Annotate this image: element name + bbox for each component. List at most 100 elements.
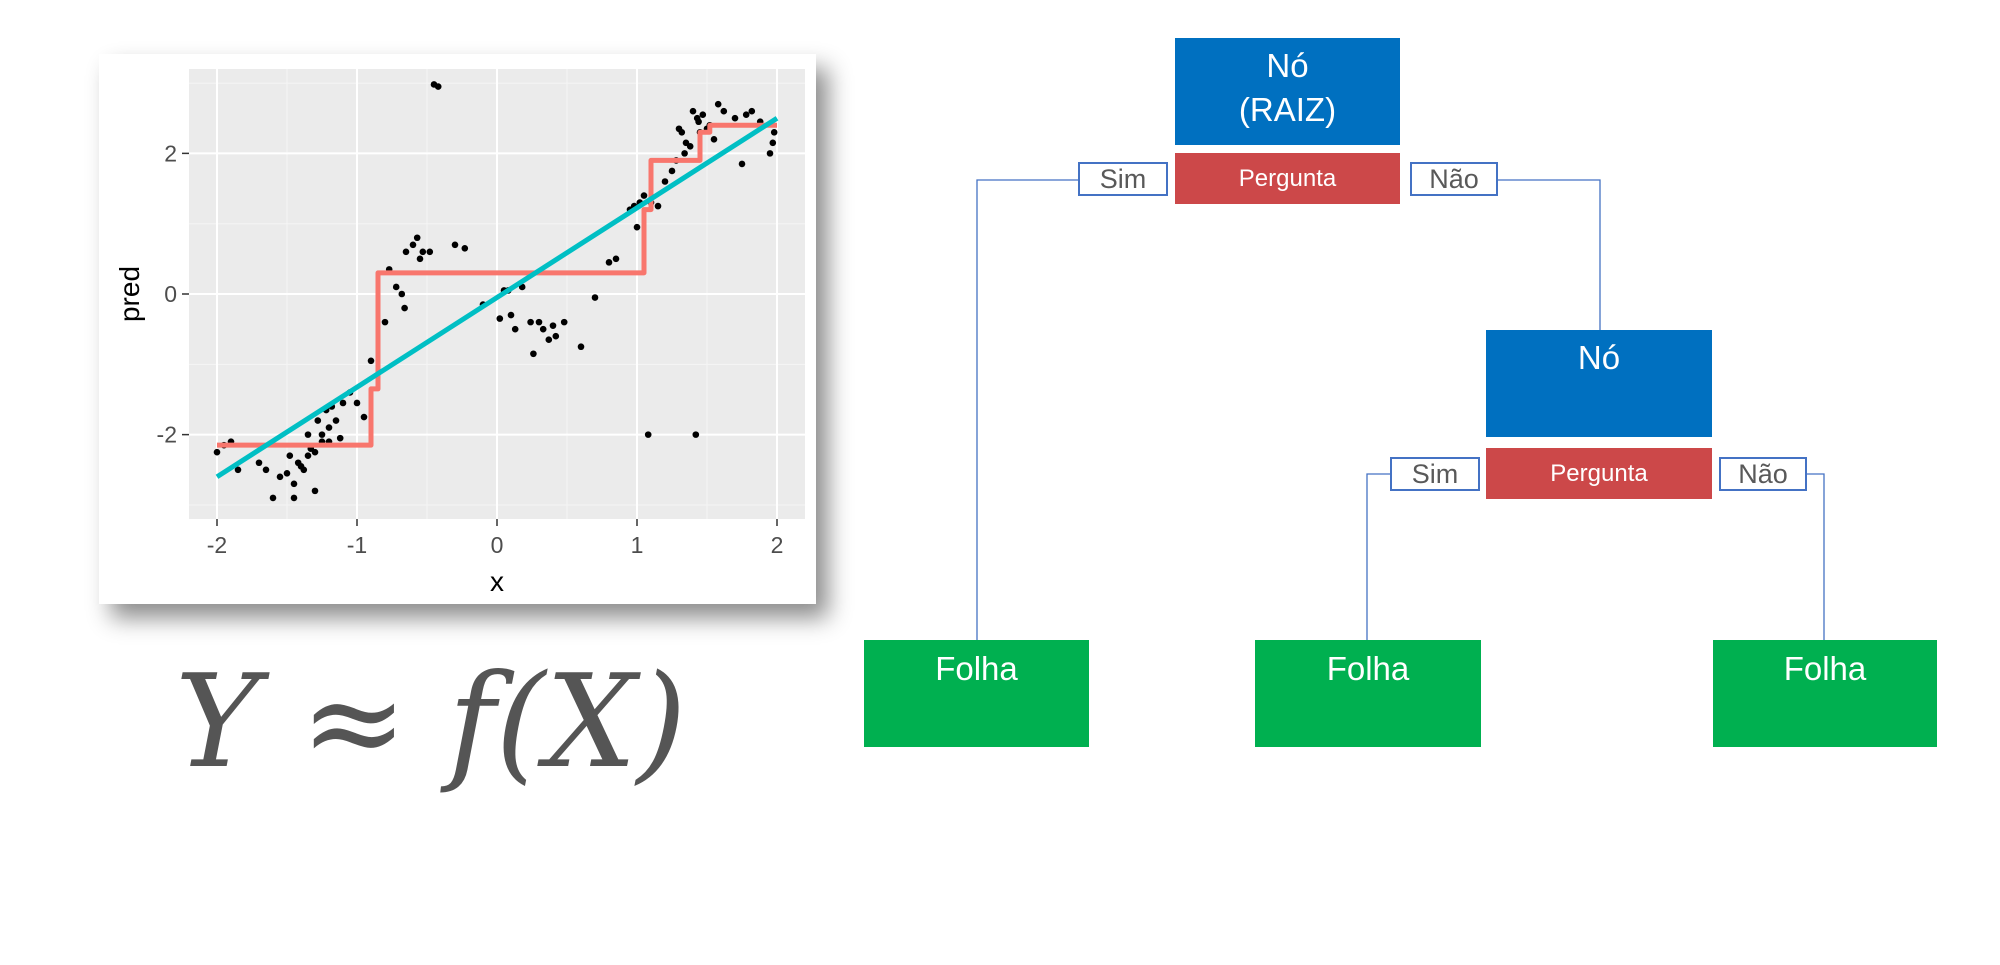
- data-point: [668, 167, 676, 175]
- tick-label-x: 1: [631, 532, 644, 558]
- data-point: [300, 466, 308, 474]
- data-point: [286, 452, 294, 460]
- connector-root-yes: [976, 179, 1078, 640]
- data-point: [689, 107, 697, 115]
- root-node-subtitle: (RAIZ): [1238, 91, 1337, 128]
- data-point: [451, 241, 459, 249]
- connector-child-yes: [1366, 473, 1390, 640]
- tick-label-y: -2: [157, 422, 177, 448]
- data-point: [416, 255, 424, 263]
- root-node: Nó (RAIZ): [1175, 38, 1400, 145]
- data-point: [360, 413, 368, 421]
- data-point: [686, 143, 694, 150]
- data-point: [507, 311, 515, 319]
- data-point: [710, 136, 718, 143]
- data-point: [731, 114, 739, 122]
- data-point: [276, 473, 284, 481]
- data-point: [381, 318, 389, 326]
- data-point: [720, 107, 728, 115]
- chart-card: -2 -1 0 1 2 -2 0 2 x pred: [99, 54, 816, 604]
- data-point: [401, 304, 408, 312]
- data-point: [766, 150, 774, 157]
- data-point: [535, 318, 543, 326]
- x-axis-title: x: [490, 566, 504, 597]
- data-point: [419, 248, 427, 256]
- leaf-1: Folha: [864, 640, 1089, 747]
- step-fit-line: [217, 122, 777, 448]
- data-point: [539, 325, 547, 333]
- linear-fit-line: [215, 116, 779, 479]
- data-point: [714, 100, 722, 108]
- data-point: [545, 336, 553, 344]
- data-point: [311, 448, 319, 456]
- root-question: Pergunta: [1175, 153, 1400, 204]
- root-no-label: Não: [1410, 162, 1498, 196]
- data-point: [339, 399, 347, 407]
- data-point: [527, 318, 534, 326]
- child-question: Pergunta: [1486, 448, 1712, 499]
- data-point: [353, 399, 361, 407]
- data-point: [332, 417, 340, 424]
- data-point: [692, 431, 700, 438]
- data-point: [269, 494, 277, 502]
- child-node: Nó: [1486, 330, 1712, 437]
- data-point: [434, 83, 442, 90]
- data-point: [577, 343, 585, 351]
- data-point: [552, 332, 560, 340]
- leaf-3: Folha: [1713, 640, 1937, 747]
- data-point: [678, 128, 686, 136]
- tick-label-x: -2: [207, 532, 227, 558]
- data-point: [748, 107, 756, 115]
- data-point: [770, 128, 778, 136]
- leaf-2: Folha: [1255, 640, 1481, 747]
- tick-label-y: 0: [164, 281, 177, 307]
- child-no-label: Não: [1719, 457, 1807, 491]
- data-point: [699, 111, 707, 119]
- data-point: [654, 202, 662, 210]
- tick-label-x: 0: [491, 532, 504, 558]
- data-point: [234, 466, 242, 474]
- tick-label-y: 2: [164, 140, 177, 166]
- data-point: [314, 417, 322, 424]
- formula: Y ≈ f(X): [175, 648, 687, 797]
- data-point: [290, 494, 298, 502]
- data-point: [549, 322, 557, 329]
- data-point: [255, 459, 263, 467]
- y-axis-title: pred: [114, 266, 145, 322]
- data-point: [605, 259, 613, 266]
- data-point: [290, 480, 298, 488]
- data-point: [283, 469, 291, 477]
- data-point: [640, 192, 648, 199]
- data-point: [392, 283, 400, 291]
- data-point: [695, 118, 702, 126]
- child-yes-label: Sim: [1390, 457, 1480, 491]
- root-yes-label: Sim: [1078, 162, 1168, 196]
- data-point: [398, 290, 406, 298]
- data-point: [325, 424, 333, 431]
- data-point: [213, 448, 221, 456]
- data-point: [311, 487, 319, 495]
- data-point: [367, 357, 375, 365]
- data-point: [530, 350, 537, 358]
- data-point: [318, 431, 326, 438]
- tick-label-x: -1: [347, 532, 367, 558]
- data-point: [262, 466, 270, 474]
- data-point: [409, 241, 417, 249]
- data-point: [612, 255, 620, 263]
- data-point: [560, 318, 568, 326]
- connector-root-no: [1494, 179, 1601, 330]
- data-point: [633, 223, 641, 231]
- tick-label-x: 2: [771, 532, 784, 558]
- data-point: [681, 150, 688, 157]
- data-point: [511, 325, 519, 333]
- data-point: [496, 315, 504, 322]
- data-point: [769, 139, 777, 147]
- data-point: [461, 244, 469, 252]
- data-point: [413, 234, 421, 242]
- root-node-title: Nó: [1266, 47, 1309, 84]
- data-point: [742, 111, 750, 119]
- data-point: [402, 248, 410, 256]
- scatter-chart: -2 -1 0 1 2 -2 0 2 x pred: [114, 69, 805, 597]
- data-point: [304, 431, 312, 438]
